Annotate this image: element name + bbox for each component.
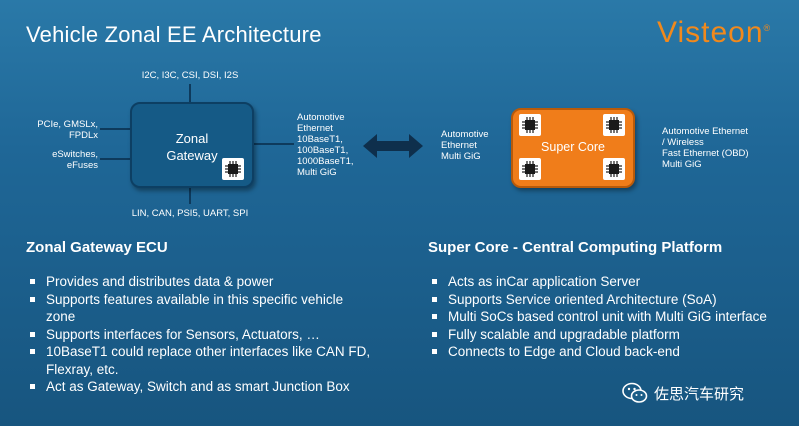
list-item: Provides and distributes data & power [26, 273, 376, 291]
wechat-icon [622, 382, 648, 403]
list-item: Supports interfaces for Sensors, Actuato… [26, 326, 376, 344]
list-item: Act as Gateway, Switch and as smart Junc… [26, 378, 376, 396]
watermark-text: 佐思汽车研究 [654, 385, 745, 403]
list-item: Fully scalable and upgradable platform [428, 326, 768, 344]
brand-logo: Visteon® [657, 16, 772, 49]
connector-left-1 [100, 128, 130, 130]
zonal-bullet-list: Provides and distributes data & power Su… [26, 273, 376, 396]
double-arrow-icon [363, 134, 423, 158]
connector-right [252, 143, 294, 145]
processor-chip-icon [222, 158, 244, 180]
list-item: Acts as inCar application Server [428, 273, 768, 291]
core-left-interfaces: Automotive Ethernet Multi GiG [441, 129, 489, 162]
connector-left-2 [100, 158, 130, 160]
zonal-left-interfaces-1: PCIe, GMSLx, FPDLx [37, 119, 98, 141]
super-core-label: Super Core [541, 140, 605, 154]
page-title: Vehicle Zonal EE Architecture [26, 22, 322, 47]
connector-bottom [189, 186, 191, 204]
super-core-box: Super Core [511, 108, 635, 188]
watermark: 佐思汽车研究 [622, 380, 744, 406]
connector-top [189, 84, 191, 102]
list-item: 10BaseT1 could replace other interfaces … [26, 343, 376, 378]
list-item: Connects to Edge and Cloud back-end [428, 343, 768, 361]
processor-chip-icon [519, 114, 541, 136]
list-item: Multi SoCs based control unit with Multi… [428, 308, 768, 326]
core-bullet-list: Acts as inCar application Server Support… [428, 273, 768, 361]
zonal-gateway-box: Zonal Gateway [130, 102, 254, 188]
core-section-heading: Super Core - Central Computing Platform [428, 239, 723, 256]
processor-chip-icon [519, 158, 541, 180]
brand-logo-text: Visteon [657, 16, 764, 49]
processor-chip-icon [603, 158, 625, 180]
list-item: Supports Service oriented Architecture (… [428, 291, 768, 309]
zonal-left-interfaces-2: eSwitches, eFuses [52, 149, 98, 171]
processor-chip-icon [603, 114, 625, 136]
zonal-top-interfaces: I2C, I3C, CSI, DSI, I2S [141, 70, 239, 81]
zonal-right-interfaces: Automotive Ethernet 10BaseT1, 100BaseT1,… [297, 112, 354, 178]
list-item: Supports features available in this spec… [26, 291, 376, 326]
zonal-gateway-label: Zonal Gateway [166, 131, 218, 163]
core-right-interfaces: Automotive Ethernet / Wireless Fast Ethe… [662, 126, 749, 170]
zonal-bottom-interfaces: LIN, CAN, PSI5, UART, SPI [131, 208, 249, 219]
zonal-section-heading: Zonal Gateway ECU [26, 239, 168, 256]
